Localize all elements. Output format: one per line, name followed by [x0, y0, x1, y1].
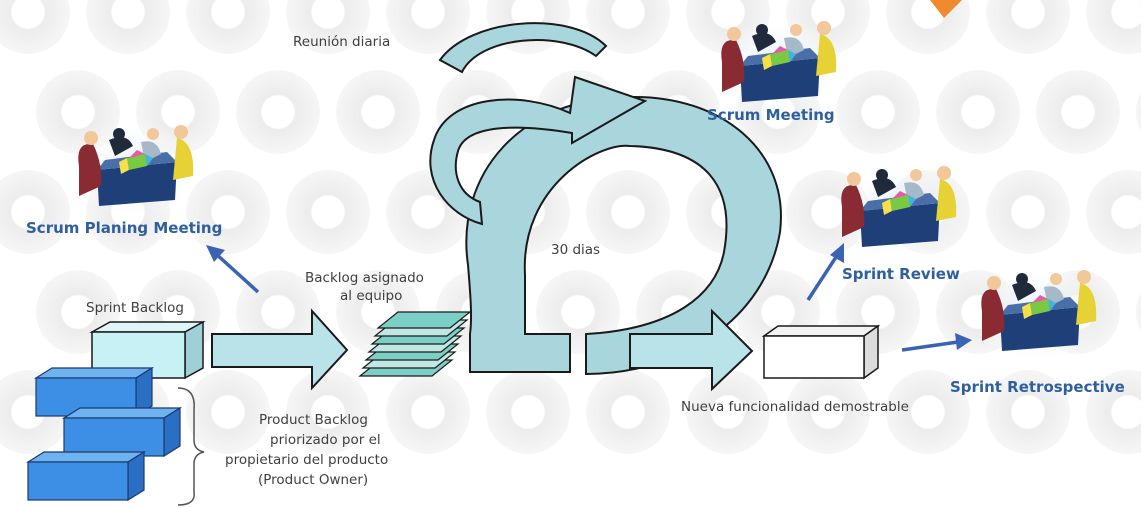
background-circle [286, 170, 370, 254]
background-circle [186, 170, 270, 254]
background-circle [1136, 292, 1141, 332]
background-circle [236, 70, 320, 154]
background-circle [686, 370, 770, 454]
planning-meeting-title: Scrum Planing Meeting [26, 219, 222, 237]
background-circle [286, 0, 370, 54]
pointer-arrow-planning [213, 251, 260, 294]
background-circle [586, 0, 670, 54]
corner-accent [930, 0, 962, 18]
daily-meeting-loop-ring [438, 22, 608, 74]
background-circle [886, 0, 970, 54]
product-backlog-label-line2: priorizado por el [270, 432, 381, 448]
background-circle [936, 70, 1020, 154]
background-circle [0, 0, 70, 54]
background-circle [386, 0, 470, 54]
pointer-arrowhead-review [830, 243, 844, 263]
backlog-to-team-arrow [211, 308, 349, 391]
assigned-backlog-label-line2: al equipo [340, 288, 402, 304]
cycle-to-output-arrow [629, 308, 754, 392]
background-circle [486, 370, 570, 454]
background-circle [0, 170, 70, 254]
product-backlog-box [61, 406, 183, 458]
background-circle [186, 370, 270, 454]
thirty-days-label: 30 dias [551, 242, 600, 258]
new-functionality-box [761, 324, 881, 380]
background-circle [986, 370, 1070, 454]
background-circle [1086, 370, 1141, 454]
pointer-arrow-retrospective [901, 340, 959, 352]
background-circle [836, 70, 920, 154]
background-circle [186, 0, 270, 54]
sprint-retrospective-title: Sprint Retrospective [950, 378, 1125, 396]
assigned-backlog-label-line1: Backlog asignado [305, 270, 424, 286]
product-backlog-boxes [25, 366, 183, 502]
background-circle [386, 370, 470, 454]
background-circle [1036, 70, 1120, 154]
scrum-meeting-illustration [718, 18, 842, 118]
background-circle [286, 370, 370, 454]
background-circle [1086, 170, 1141, 254]
background-circle [1136, 92, 1141, 132]
background-circle [586, 370, 670, 454]
pointer-arrowhead-planning [206, 245, 225, 262]
pointer-arrowhead-retrospective [955, 333, 972, 350]
assigned-backlog-stack [358, 311, 472, 377]
daily-meeting-loop-arrow [429, 75, 648, 226]
scrum-meeting-title: Scrum Meeting [707, 106, 835, 124]
background-circle [86, 0, 170, 54]
pointer-arrows [206, 243, 972, 352]
background-circle [786, 370, 870, 454]
background-circle [336, 70, 420, 154]
pointer-arrow-review [806, 253, 840, 301]
background-circle [586, 170, 670, 254]
product-backlog-box [25, 450, 147, 502]
new-functionality-label: Nueva funcionalidad demostrable [681, 399, 909, 415]
product-backlog-brace [177, 387, 205, 506]
product-backlog-label-line3: propietario del producto [225, 452, 388, 468]
product-backlog-label-line4: (Product Owner) [258, 472, 368, 488]
background-circle [986, 0, 1070, 54]
background-circle [886, 370, 970, 454]
background-circle [1086, 0, 1141, 54]
planning-meeting-illustration [75, 122, 199, 222]
background-circle [986, 170, 1070, 254]
daily-meeting-label: Reunión diaria [293, 34, 390, 50]
sprint-backlog-label: Sprint Backlog [86, 300, 184, 316]
sprint-review-title: Sprint Review [842, 265, 960, 283]
backlog-sheet [376, 311, 472, 329]
retrospective-meeting-illustration [978, 267, 1102, 367]
review-meeting-illustration [838, 163, 962, 263]
product-backlog-label-line1: Product Backlog [259, 412, 368, 428]
